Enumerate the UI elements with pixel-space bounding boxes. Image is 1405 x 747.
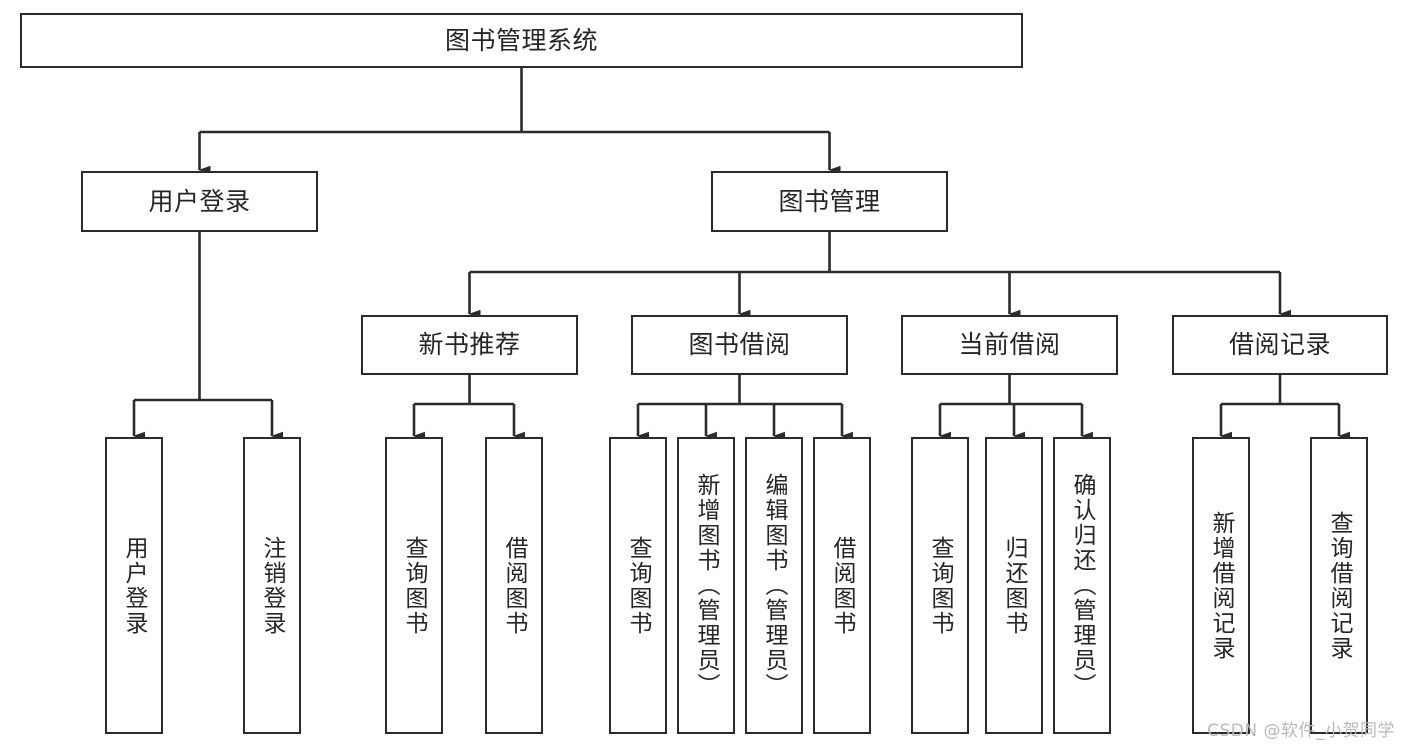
node-bookmgr[interactable]: 图书管理 <box>711 171 948 232</box>
node-label: 新增借阅记录 <box>1208 510 1235 661</box>
node-leaf-10[interactable]: 归还图书 <box>985 437 1043 734</box>
node-leaf-7[interactable]: 编辑图书（管理员） <box>745 437 803 734</box>
node-leaf-5[interactable]: 查询图书 <box>609 437 667 734</box>
node-newbook[interactable]: 新书推荐 <box>361 315 578 375</box>
node-label: 查询图书 <box>401 535 428 636</box>
node-label: 确认归还（管理员） <box>1069 473 1096 698</box>
node-label: 用户登录 <box>121 535 148 636</box>
node-label: 查询图书 <box>625 535 652 636</box>
root-node[interactable]: 图书管理系统 <box>20 13 1023 68</box>
node-label: 新增图书（管理员） <box>693 473 720 698</box>
node-leaf-12[interactable]: 新增借阅记录 <box>1192 437 1250 734</box>
node-leaf-11[interactable]: 确认归还（管理员） <box>1053 437 1111 734</box>
node-leaf-1[interactable]: 用户登录 <box>105 437 163 734</box>
node-label: 归还图书 <box>1001 535 1028 636</box>
node-leaf-2[interactable]: 注销登录 <box>243 437 301 734</box>
node-label: 图书管理系统 <box>444 25 598 55</box>
node-login[interactable]: 用户登录 <box>81 171 318 232</box>
node-leaf-4[interactable]: 借阅图书 <box>485 437 543 734</box>
node-label: 查询借阅记录 <box>1326 510 1353 661</box>
node-records[interactable]: 借阅记录 <box>1172 315 1388 375</box>
node-label: 注销登录 <box>259 535 286 636</box>
node-current[interactable]: 当前借阅 <box>901 315 1118 375</box>
node-leaf-3[interactable]: 查询图书 <box>385 437 443 734</box>
node-label: 用户登录 <box>148 186 251 216</box>
node-label: 当前借阅 <box>958 330 1061 359</box>
node-label: 编辑图书（管理员） <box>761 473 788 698</box>
node-leaf-8[interactable]: 借阅图书 <box>813 437 871 734</box>
node-borrow[interactable]: 图书借阅 <box>631 315 848 375</box>
node-leaf-13[interactable]: 查询借阅记录 <box>1310 437 1368 734</box>
node-label: 查询图书 <box>927 535 954 636</box>
node-label: 借阅记录 <box>1228 330 1331 359</box>
node-label: 借阅图书 <box>829 535 856 636</box>
node-label: 新书推荐 <box>418 330 521 359</box>
node-label: 借阅图书 <box>501 535 528 636</box>
node-label: 图书借阅 <box>688 330 791 359</box>
node-label: 图书管理 <box>778 186 881 216</box>
node-leaf-6[interactable]: 新增图书（管理员） <box>677 437 735 734</box>
node-leaf-9[interactable]: 查询图书 <box>911 437 969 734</box>
